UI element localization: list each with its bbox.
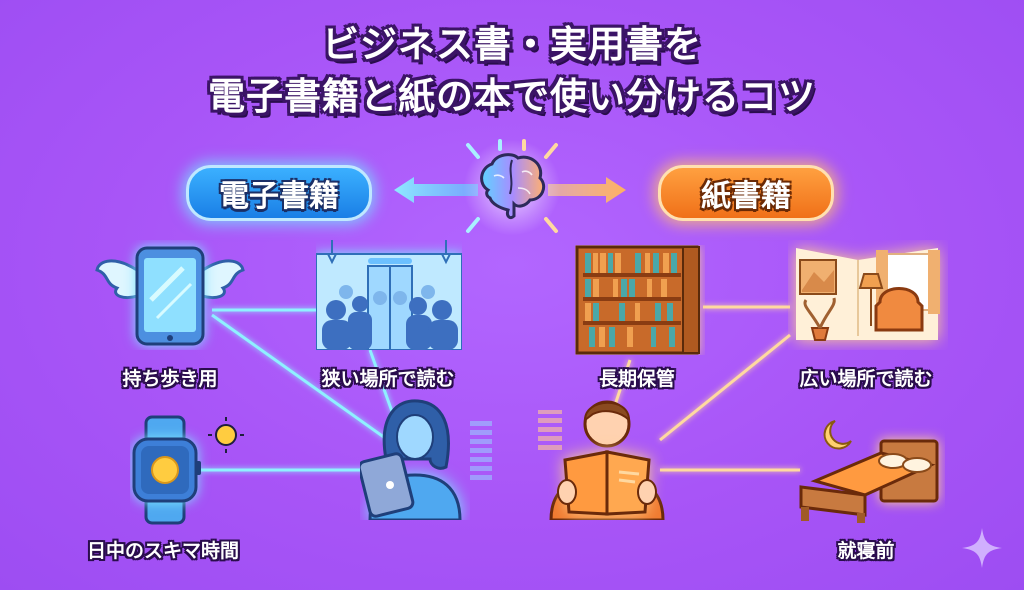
title-line-1: ビジネス書・実用書を <box>322 23 702 66</box>
tablet-with-wings-icon <box>95 246 245 346</box>
label-portable: 持ち歩き用 <box>122 368 218 390</box>
bookshelf-icon <box>575 245 700 355</box>
woman-with-tablet-icon <box>360 399 462 520</box>
paper-heading: 紙書籍 <box>658 165 834 221</box>
title-line-2: 電子書籍と紙の本で使い分けるコツ <box>208 75 816 118</box>
paper-heading-text: 紙書籍 <box>701 179 791 214</box>
label-spacious-place: 広い場所で読む <box>799 368 933 390</box>
label-spare-time: 日中のスキマ時間 <box>86 540 240 562</box>
pixel-decor-blue <box>470 420 492 480</box>
label-narrow-place: 狭い場所で読む <box>321 368 455 390</box>
smartwatch-sun-icon <box>132 415 244 525</box>
bed-moon-icon <box>799 420 939 523</box>
brain-icon <box>480 153 546 220</box>
pixel-decor-orange <box>538 410 562 450</box>
ebook-heading: 電子書籍 <box>186 165 372 221</box>
ebook-heading-text: 電子書籍 <box>219 179 339 214</box>
ebook-connectors <box>200 308 397 472</box>
sparkle-icon <box>962 528 1002 568</box>
man-reading-book-icon <box>549 400 665 520</box>
label-long-term-storage: 長期保管 <box>598 368 676 390</box>
label-before-bed: 就寝前 <box>837 540 895 562</box>
crowded-train-icon <box>316 240 462 350</box>
arrow-right-icon <box>548 177 626 203</box>
arrow-left-icon <box>394 177 478 203</box>
burst-rays-icon <box>466 139 558 233</box>
living-room-armchair-icon <box>796 248 940 341</box>
